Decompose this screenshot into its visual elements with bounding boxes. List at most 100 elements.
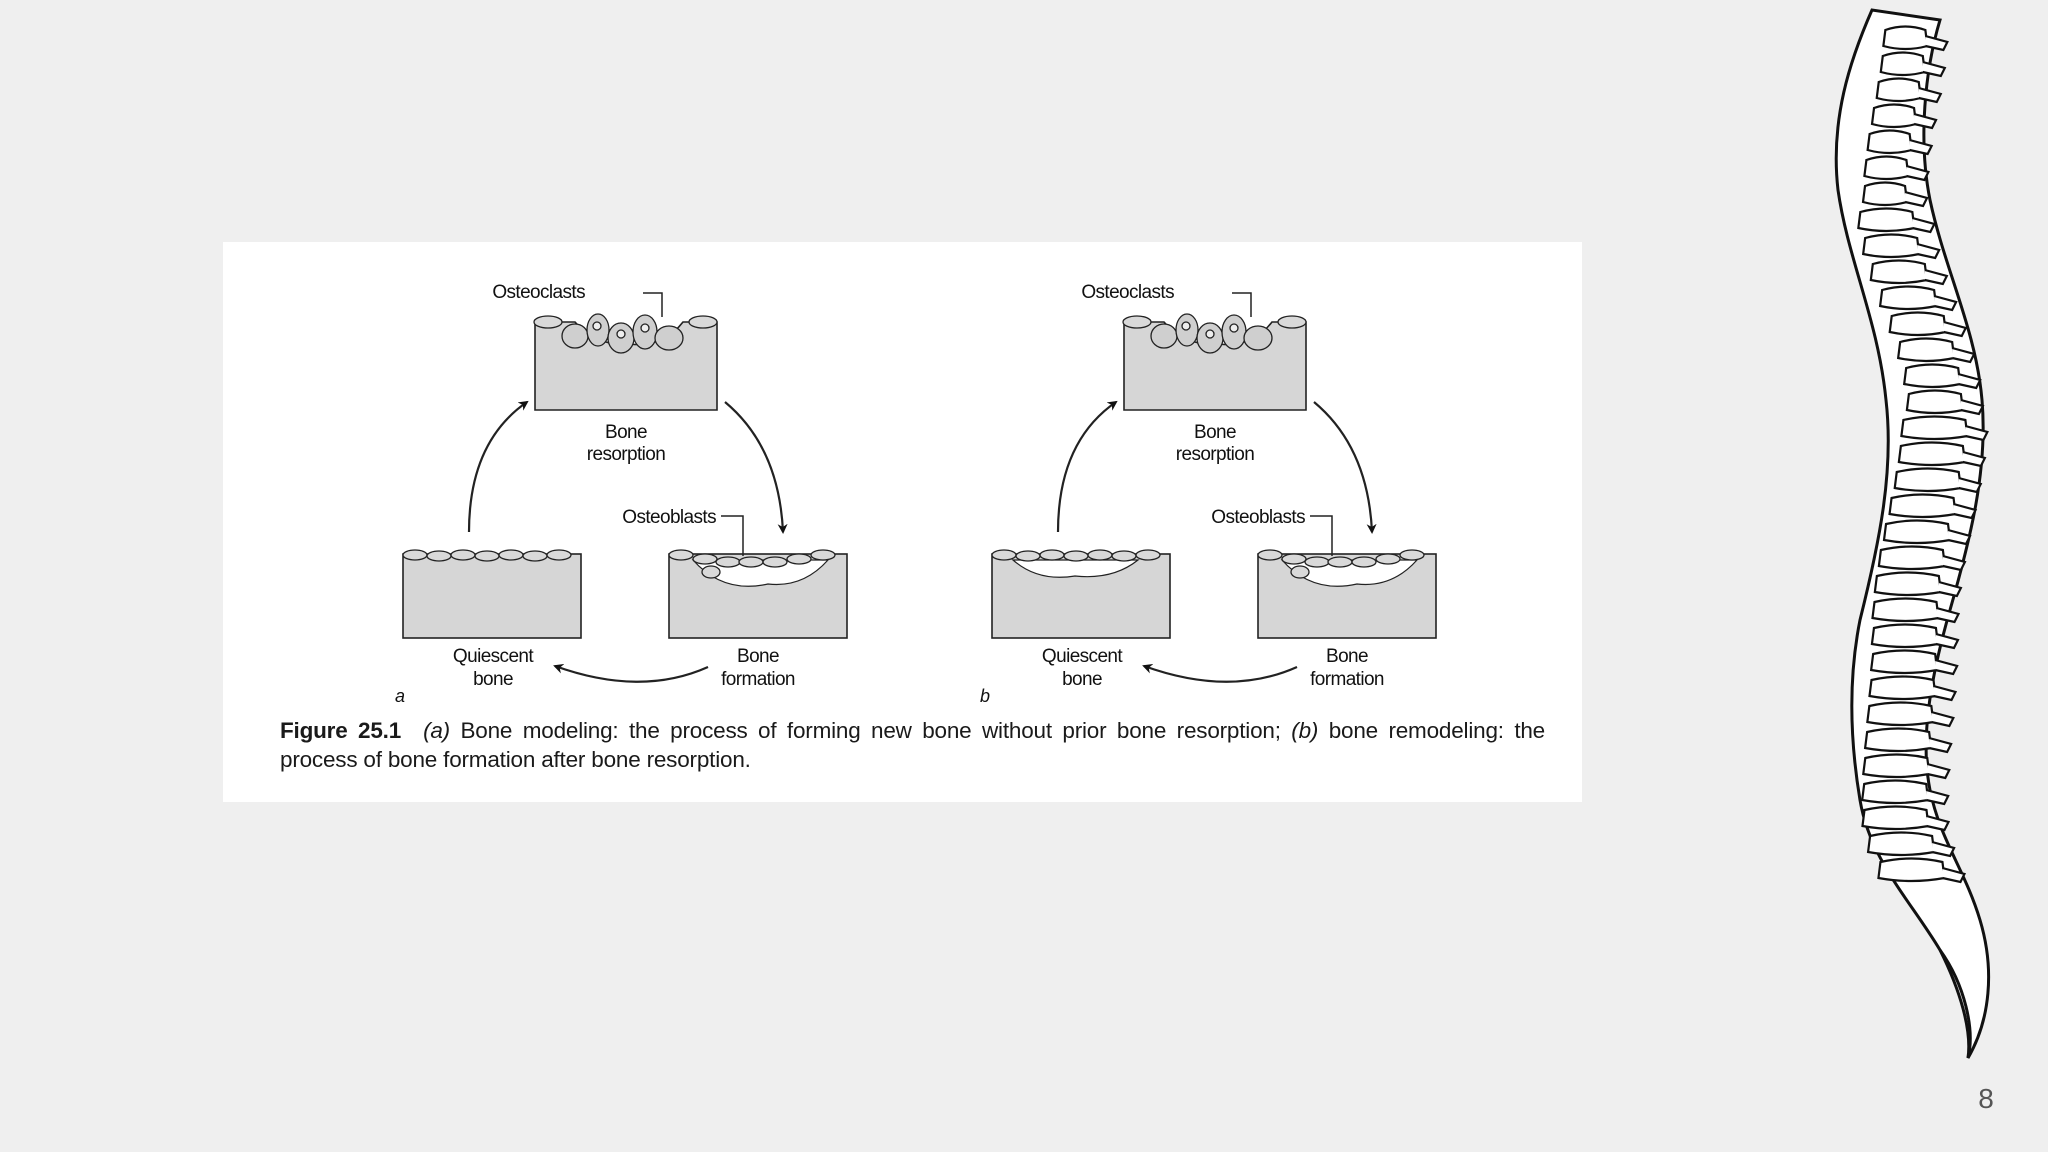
bone-cycle-diagram: Osteoclasts Bone resorption Quiescent bo…: [395, 282, 1437, 706]
quiescent-bone-label-a-line1: Quiescent: [453, 646, 534, 667]
vertebra-process: [1928, 736, 1953, 754]
osteoblasts-label-a: Osteoblasts: [622, 507, 716, 528]
vertebra-process: [1918, 86, 1943, 104]
vertebra-shape: [1869, 649, 1939, 675]
bone-formation-label-a-line2: formation: [721, 669, 795, 690]
vertebra-process: [1965, 424, 1989, 442]
panel-letter-a: a: [395, 686, 405, 706]
osteoclasts-label-b: Osteoclasts: [1081, 282, 1174, 303]
vertebra-process: [1913, 112, 1938, 130]
vertebra-process: [1957, 372, 1982, 390]
vertebra-shape: [1866, 701, 1935, 727]
arrow-resorption-to-formation-a: [724, 401, 788, 534]
vertebra-process: [1912, 216, 1936, 234]
page-number: 8: [1978, 1083, 1994, 1114]
vertebra-shape: [1868, 675, 1937, 701]
vertebra-shape: [1902, 363, 1962, 389]
vertebra-process: [1925, 788, 1950, 806]
bone-formation-label-b-line2: formation: [1310, 669, 1384, 690]
vertebra-process: [1951, 346, 1976, 364]
vertebra-shape: [1857, 207, 1916, 233]
arrow-formation-to-quiescent-a: [553, 664, 709, 683]
vertebra-shape: [1870, 623, 1940, 649]
vertebra-process: [1942, 554, 1967, 572]
quiescent-bone-label-a-line2: bone: [473, 669, 513, 690]
vertebra-shape: [1861, 233, 1921, 259]
bone-formation-label-b-line1: Bone: [1326, 646, 1368, 667]
vertebra-shape: [1866, 129, 1913, 155]
vertebra-process: [1931, 840, 1956, 858]
vertebra-process: [1942, 866, 1967, 884]
vertebra-shape: [1878, 285, 1938, 311]
vertebra-process: [1924, 268, 1949, 286]
bone-resorption-label-b-line2: resorption: [1176, 444, 1255, 465]
quiescent-bone-block-b: [991, 549, 1171, 639]
vertebra-process: [1958, 476, 1983, 494]
vertebra-process: [1926, 762, 1951, 780]
vertebra-shape: [1873, 571, 1943, 597]
figure-caption: Figure 25.1(a) Bone modeling: the proces…: [280, 716, 1545, 774]
vertebra-process: [1962, 450, 1987, 468]
vertebra-shape: [1882, 25, 1929, 51]
panel-a: Osteoclasts Bone resorption Quiescent bo…: [395, 282, 848, 706]
panel-b: Osteoclasts Bone resorption Quiescent bo…: [980, 282, 1437, 706]
osteoclast-cells-b: [1150, 313, 1273, 354]
vertebra-process: [1938, 580, 1963, 598]
panel-letter-b: b: [980, 686, 990, 706]
vertebra-shape: [1869, 259, 1929, 285]
vertebra-shape: [1888, 493, 1957, 519]
vertebra-shape: [1861, 181, 1909, 207]
bone-resorption-block-a: [533, 292, 718, 411]
vertebra-process: [1943, 320, 1968, 338]
vertebra-process: [1922, 60, 1947, 78]
vertebra-process: [1933, 684, 1958, 702]
caption-a-marker: (a): [423, 718, 450, 743]
vertebra-shape: [1877, 545, 1947, 571]
vertebra-shape: [1861, 805, 1930, 831]
vertebra-process: [1933, 294, 1958, 312]
vertebra-shape: [1900, 415, 1969, 441]
caption-b-text: bone remodeling: the process of bone for…: [280, 718, 1545, 772]
vertebra-shape: [1862, 753, 1931, 779]
vertebra-shape: [1893, 467, 1962, 493]
osteoblasts-label-b: Osteoblasts: [1211, 507, 1305, 528]
bone-resorption-block-b: [1122, 292, 1307, 411]
vertebra-process: [1934, 658, 1959, 676]
vertebra-shape: [1877, 857, 1946, 883]
vertebra-process: [1909, 138, 1934, 156]
vertebra-shape: [1896, 337, 1956, 363]
vertebra-process: [1947, 528, 1972, 546]
vertebra-shape: [1905, 389, 1965, 415]
vertebra-shape: [1897, 441, 1967, 467]
vertebra-shape: [1866, 831, 1936, 857]
osteoclasts-label-a: Osteoclasts: [492, 282, 585, 303]
vertebra-process: [1904, 190, 1929, 208]
vertebra-shape: [1870, 103, 1918, 129]
vertebra-process: [1926, 814, 1951, 832]
quiescent-bone-label-b-line1: Quiescent: [1042, 646, 1123, 667]
spine-illustration: [1834, 8, 1991, 1059]
vertebra-process: [1953, 502, 1978, 520]
figure-25-1: Osteoclasts Bone resorption Quiescent bo…: [223, 242, 1582, 802]
bone-formation-block-a: [668, 515, 848, 639]
vertebra-shape: [1863, 155, 1910, 181]
vertebra-shape: [1871, 597, 1940, 623]
vertebra-process: [1906, 164, 1930, 182]
vertebra-process: [1931, 710, 1955, 728]
quiescent-bone-block-a: [402, 549, 582, 639]
bone-formation-label-a-line1: Bone: [737, 646, 779, 667]
vertebra-process: [1960, 398, 1985, 416]
vertebra-process: [1935, 632, 1960, 650]
vertebra-process: [1925, 34, 1949, 52]
arrow-quiescent-to-resorption-b: [1056, 400, 1118, 533]
bone-resorption-label-a-line1: Bone: [605, 422, 647, 443]
bone-formation-block-b: [1257, 515, 1437, 639]
vertebra-process: [1936, 606, 1961, 624]
vertebra-shape: [1888, 311, 1947, 337]
arrow-resorption-to-formation-b: [1313, 401, 1377, 534]
caption-b-marker: (b): [1291, 718, 1319, 743]
bone-resorption-label-b-line1: Bone: [1194, 422, 1236, 443]
vertebra-shape: [1863, 727, 1933, 753]
vertebra-shape: [1860, 779, 1930, 805]
osteoclast-cells-a: [561, 313, 684, 354]
